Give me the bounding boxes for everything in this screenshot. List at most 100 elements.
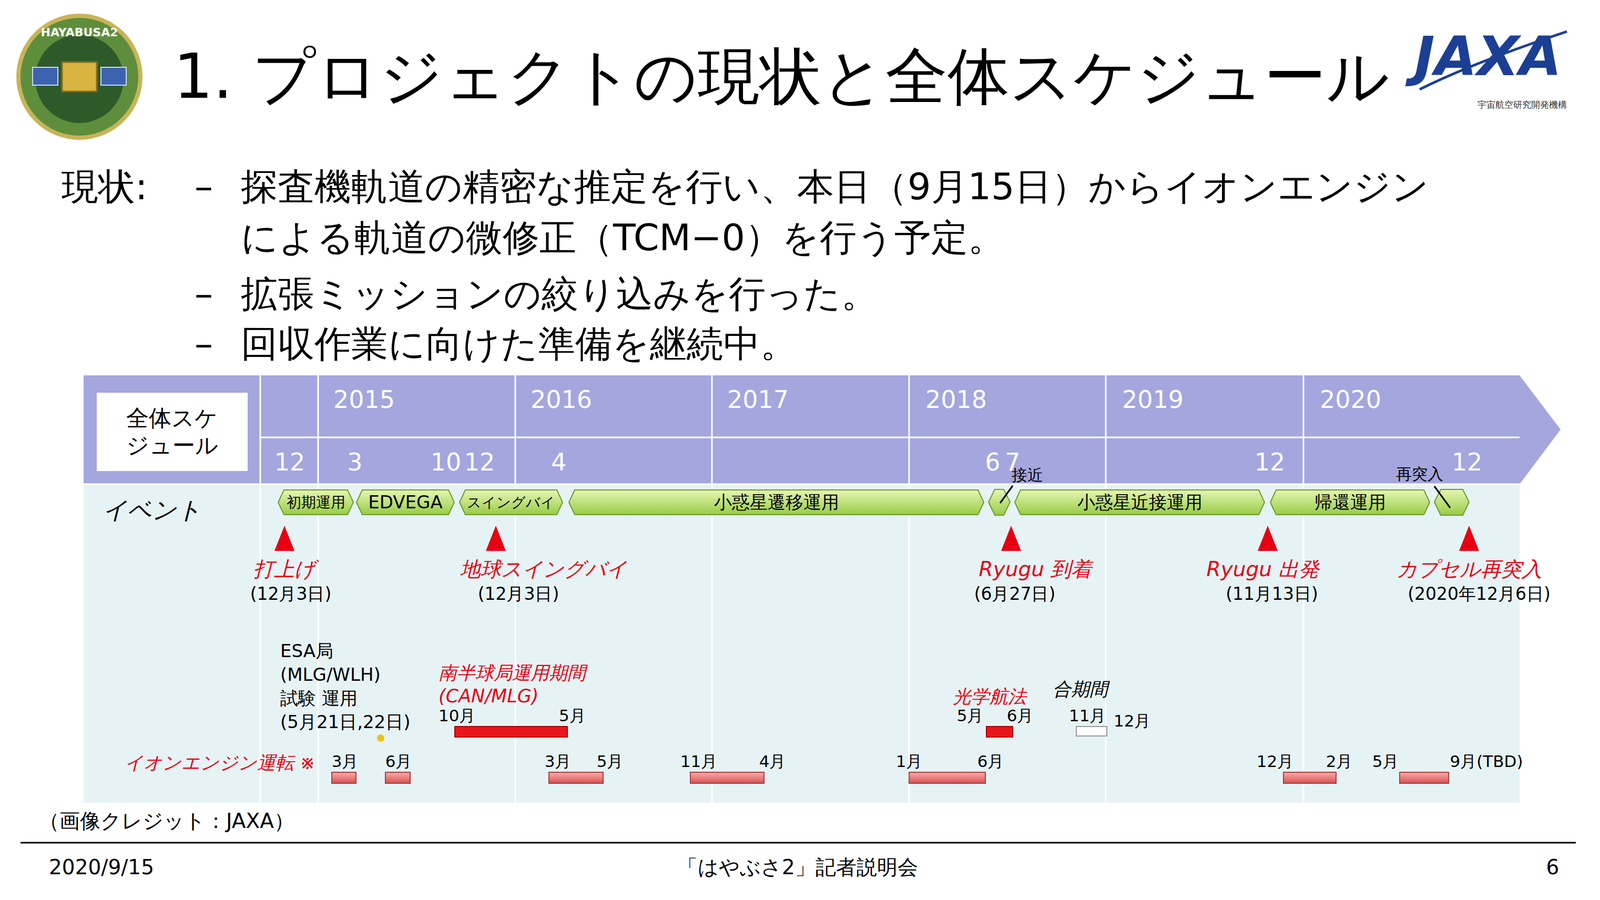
label-text: (11月13日) xyxy=(1225,584,1319,605)
status-heading: 現状: xyxy=(61,165,148,209)
label-text: 3 xyxy=(347,448,363,477)
label-text: 12 xyxy=(464,448,496,477)
label-text: 「はやぶさ2」記者説明会 xyxy=(677,855,919,880)
grid-lines xyxy=(83,375,1520,803)
period-bar xyxy=(454,726,568,738)
label-text: イベント xyxy=(102,496,202,525)
label-text: (12月3日) xyxy=(250,584,332,605)
chevron-outline xyxy=(568,490,984,515)
label-text: 打上げ xyxy=(253,557,316,582)
spacecraft-body xyxy=(62,62,97,92)
label-text: 10 xyxy=(430,448,462,477)
event-chevron: 小惑星遷移運用 xyxy=(568,489,985,516)
label-text: ESA局 (MLG/WLH)試験 運用 (5月21日,22日) xyxy=(280,639,411,735)
node-text: 初期運用 xyxy=(286,493,346,512)
node-text: スイングバイ xyxy=(466,494,556,512)
label-text: 2020 xyxy=(1319,385,1382,414)
label-text: 2019 xyxy=(1122,385,1184,414)
header-arrow-tip xyxy=(1519,375,1561,485)
label-text: 2020/9/15 xyxy=(48,855,155,880)
label-text: 12 xyxy=(274,448,306,477)
test-marker xyxy=(376,734,385,742)
period-bar xyxy=(986,726,1013,738)
node-text: 小惑星近接運用 xyxy=(1077,491,1203,514)
label-text: 5月 xyxy=(558,706,586,726)
label-text: （画像クレジット：JAXA） xyxy=(38,809,295,834)
label-text: 12月 xyxy=(1256,752,1294,772)
label-text: 4月 xyxy=(759,752,787,772)
event-chevron: 帰還運用 xyxy=(1269,489,1431,516)
leader-line xyxy=(1000,485,1013,504)
label-text: 6月 xyxy=(977,752,1005,772)
label-text: Ryugu 到着 xyxy=(979,557,1093,582)
label-text: – xyxy=(194,165,213,209)
agency-logo: JAXA xyxy=(1414,25,1562,89)
chevron-outline xyxy=(459,490,563,515)
label-text: 2016 xyxy=(530,385,593,414)
event-chevron: 初期運用 xyxy=(277,489,354,516)
label-text: Ryugu 出発 xyxy=(1206,557,1320,582)
label-text: 12 xyxy=(1254,448,1286,477)
label-text: (12月3日) xyxy=(477,584,560,605)
label-text: 地球スイングバイ xyxy=(460,557,628,582)
label-text: 拡張ミッションの絞り込みを行った。 xyxy=(240,272,879,316)
label-text: 回収作業に向けた準備を継続中。 xyxy=(240,322,798,366)
label-text: 6月 xyxy=(385,752,413,772)
label-text: 10月 xyxy=(438,706,476,726)
label-text: 合期間 xyxy=(1052,678,1108,700)
node-text: 小惑星遷移運用 xyxy=(714,491,840,514)
label-text: 6月 xyxy=(1006,706,1034,726)
label-text: 1月 xyxy=(895,752,923,772)
conjunction-bar xyxy=(1076,726,1107,737)
label-text: (2020年12月6日) xyxy=(1407,584,1551,605)
slide-title: 1. プロジェクトの現状と全体スケジュール xyxy=(173,41,1390,113)
label-text: 6 xyxy=(1546,855,1560,880)
row-header-box: 全体スケ ジュール xyxy=(96,392,248,472)
label-text: 5月 xyxy=(596,752,624,772)
footer-rule xyxy=(20,842,1576,844)
label-text: 11月 xyxy=(1068,706,1106,726)
node-text: 帰還運用 xyxy=(1314,491,1387,514)
chevron-outline xyxy=(1270,490,1430,515)
label-text: 5月 xyxy=(956,706,984,726)
label-text: 2015 xyxy=(333,385,395,414)
label-text: 5月 xyxy=(1372,752,1400,772)
event-chevron: EDVEGA xyxy=(355,489,455,516)
label-text: – xyxy=(194,322,213,366)
label-text: 12月 xyxy=(1113,711,1151,731)
label-text: 接近 xyxy=(1011,466,1044,485)
milestone-triangles xyxy=(274,525,1480,552)
chevron-outline xyxy=(356,490,455,515)
chevron-outline xyxy=(278,490,354,515)
label-text: 2017 xyxy=(727,385,789,414)
chevron-outline xyxy=(1014,490,1265,515)
label-text: 南半球局運用期間 (CAN/MLG) xyxy=(438,661,586,708)
label-text: 11月 xyxy=(680,752,718,772)
solar-panel xyxy=(100,67,127,86)
node-text: 全体スケ ジュール xyxy=(126,404,219,460)
ion-engine-bars xyxy=(331,772,1449,784)
label-text: 12 xyxy=(1451,448,1483,477)
label-text: 再突入 xyxy=(1395,465,1444,484)
event-chevron: スイングバイ xyxy=(459,489,564,516)
label-text: 4 xyxy=(551,448,567,477)
leader-line xyxy=(1434,486,1451,508)
label-text: 光学航法 xyxy=(952,686,1027,708)
label-text: 3月 xyxy=(544,752,572,772)
event-chevron: 小惑星近接運用 xyxy=(1014,489,1266,516)
node-text: EDVEGA xyxy=(368,491,443,514)
label-text: 2018 xyxy=(925,385,987,414)
label-text: 9月(TBD) xyxy=(1450,752,1524,772)
label-text: 探査機軌道の精密な推定を行い、本日（9月15日）からイオンエンジン による軌道の… xyxy=(240,161,1535,264)
label-text: カプセル再突入 xyxy=(1396,557,1543,582)
label-text: 3月 xyxy=(331,752,359,772)
logo-text: HAYABUSA2 xyxy=(41,25,119,39)
mission-logo xyxy=(18,15,141,138)
solar-panel xyxy=(32,67,58,86)
label-text: イオンエンジン運転 ※ xyxy=(124,752,315,774)
label-text: (6月27日) xyxy=(974,584,1056,605)
label-text: 6 xyxy=(984,448,1001,477)
agency-name: 宇宙航空研究開発機構 xyxy=(1477,99,1567,111)
label-text: 2月 xyxy=(1326,752,1353,772)
